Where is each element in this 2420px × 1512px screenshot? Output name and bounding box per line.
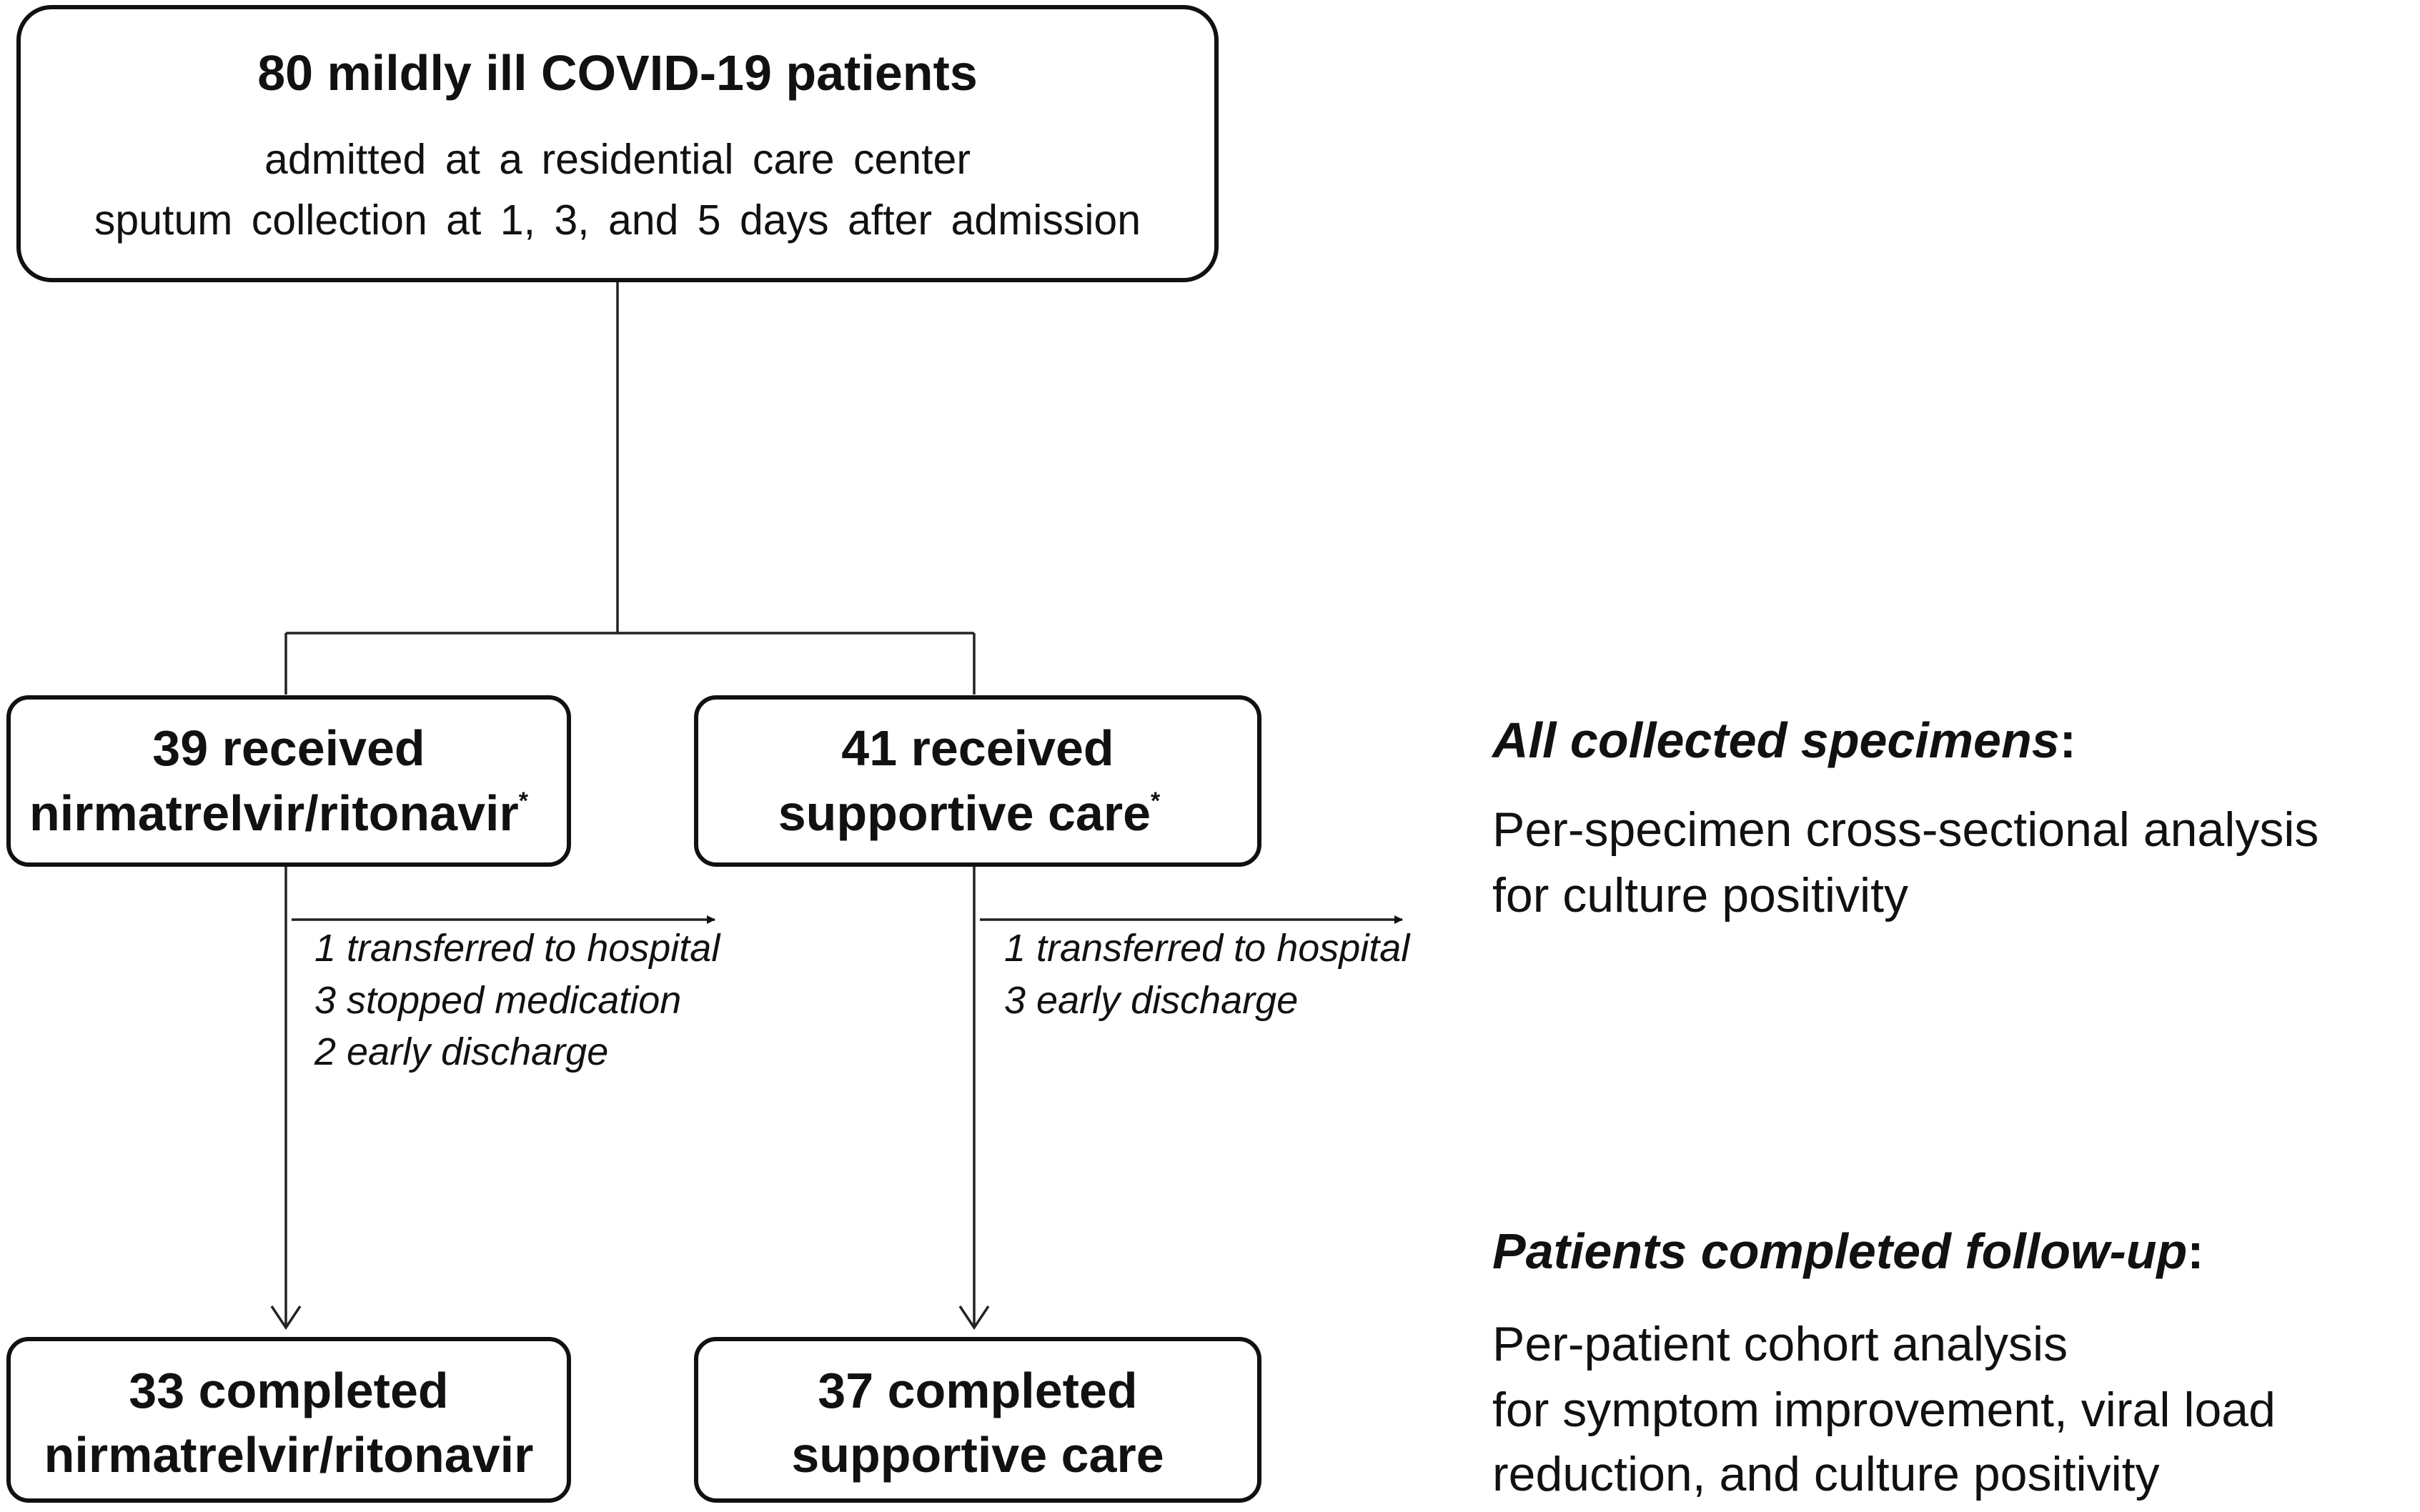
enrollment-title: 80 mildly ill COVID-19 patients xyxy=(257,45,978,101)
specimens-note: All collected specimens: Per-specimen cr… xyxy=(1491,712,2319,922)
right-completed-line-2: supportive care xyxy=(791,1427,1164,1483)
right-received-asterisk: * xyxy=(1151,787,1161,815)
followup-heading: Patients completed follow-up: xyxy=(1492,1223,2204,1279)
followup-line: for symptom improvement, viral load xyxy=(1492,1383,2276,1437)
left-completed-box: 33 completed nirmatrelvir/ritonavir xyxy=(6,1337,571,1503)
left-received-box: 39 received nirmatrelvir/ritonavir* xyxy=(6,695,571,867)
followup-note: Patients completed follow-up: Per-patien… xyxy=(1492,1223,2276,1501)
right-exclusion-notes: 1 transferred to hospital 3 early discha… xyxy=(1004,927,1411,1022)
specimens-heading-colon: : xyxy=(2060,712,2076,768)
right-completed-box: 37 completed supportive care xyxy=(694,1337,1261,1503)
right-exclusion-item: 3 early discharge xyxy=(1004,979,1298,1022)
left-completed-line-1: 33 completed xyxy=(129,1363,448,1418)
left-exclusion-item: 1 transferred to hospital xyxy=(314,927,721,970)
left-flow-arrowhead xyxy=(270,1305,302,1331)
enrollment-line-1: admitted at a residential care center xyxy=(264,136,971,183)
left-received-asterisk: * xyxy=(519,787,529,815)
right-completed-frame xyxy=(694,1337,1261,1503)
right-completed-line-1: 37 completed xyxy=(818,1363,1137,1418)
specimens-heading: All collected specimens: xyxy=(1491,712,2076,768)
right-flow-arrowhead xyxy=(958,1305,990,1331)
left-received-drug: nirmatrelvir/ritonavir xyxy=(29,785,519,841)
right-received-line-1: 41 received xyxy=(841,720,1114,776)
left-exclusion-notes: 1 transferred to hospital 3 stopped medi… xyxy=(314,927,721,1073)
left-completed-line-2: nirmatrelvir/ritonavir xyxy=(44,1427,534,1483)
right-received-line-2: supportive care* xyxy=(778,785,1161,841)
right-received-box: 41 received supportive care* xyxy=(694,695,1261,867)
specimens-line: Per-specimen cross-sectional analysis xyxy=(1492,802,2319,857)
followup-line: Per-patient cohort analysis xyxy=(1492,1317,2068,1371)
left-received-line-2: nirmatrelvir/ritonavir* xyxy=(29,785,529,841)
followup-heading-colon: : xyxy=(2187,1223,2203,1279)
enrollment-box: 80 mildly ill COVID-19 patients admitted… xyxy=(16,5,1219,282)
left-completed-frame xyxy=(6,1337,571,1503)
enrollment-line-2: sputum collection at 1, 3, and 5 days af… xyxy=(94,197,1141,244)
right-received-care: supportive care xyxy=(778,785,1151,841)
connector-lines xyxy=(270,282,1403,1331)
enrollment-box-frame xyxy=(16,5,1219,282)
right-received-frame xyxy=(694,695,1261,867)
specimens-heading-text: All collected specimens xyxy=(1491,712,2060,768)
left-exclusion-item: 2 early discharge xyxy=(314,1030,608,1073)
followup-heading-text: Patients completed follow-up xyxy=(1492,1223,2187,1279)
followup-line: reduction, and culture positivity xyxy=(1492,1447,2160,1501)
left-received-frame xyxy=(6,695,571,867)
left-exclusion-item: 3 stopped medication xyxy=(314,979,681,1022)
left-received-line-1: 39 received xyxy=(152,720,425,776)
specimens-line: for culture positivity xyxy=(1492,868,1908,922)
right-exclusion-item: 1 transferred to hospital xyxy=(1004,927,1411,970)
